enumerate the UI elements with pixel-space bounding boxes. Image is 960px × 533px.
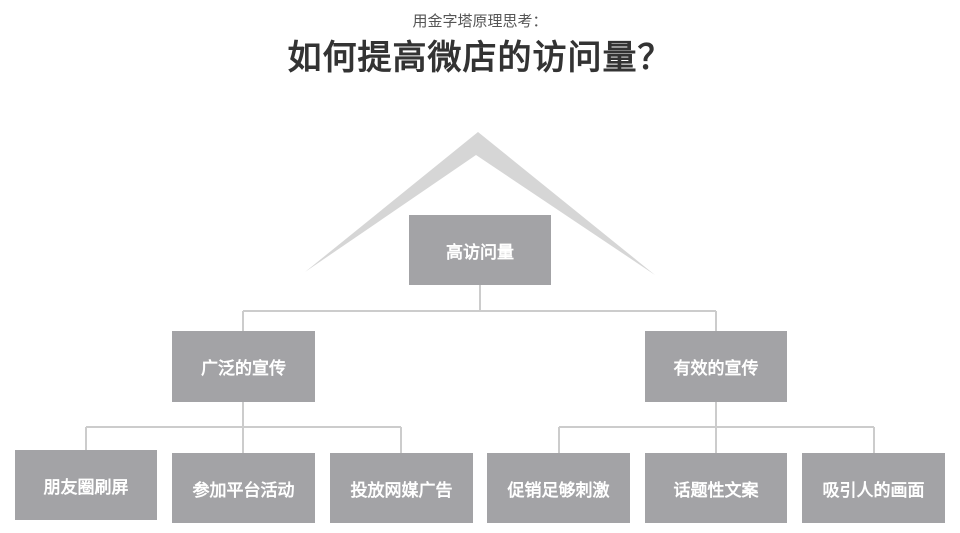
node-leaf-platform-events: 参加平台活动	[172, 453, 315, 523]
connectors-level-1	[242, 285, 717, 331]
connectors-left	[85, 402, 402, 453]
connectors-right	[558, 402, 875, 453]
node-leaf-online-ads: 投放网媒广告	[330, 453, 473, 523]
page-title: 如何提高微店的访问量？	[287, 38, 673, 78]
node-branch-effective-promotion: 有效的宣传	[645, 331, 787, 402]
node-leaf-topical-copy: 话题性文案	[645, 453, 787, 523]
node-leaf-moments-spam: 朋友圈刷屏	[15, 450, 157, 520]
node-branch-broad-promotion: 广泛的宣传	[172, 331, 315, 402]
page-subtitle: 用金字塔原理思考：	[412, 12, 548, 30]
node-leaf-attractive-visuals: 吸引人的画面	[802, 453, 945, 523]
node-leaf-strong-promotion: 促销足够刺激	[487, 453, 630, 523]
node-root: 高访问量	[409, 215, 551, 285]
